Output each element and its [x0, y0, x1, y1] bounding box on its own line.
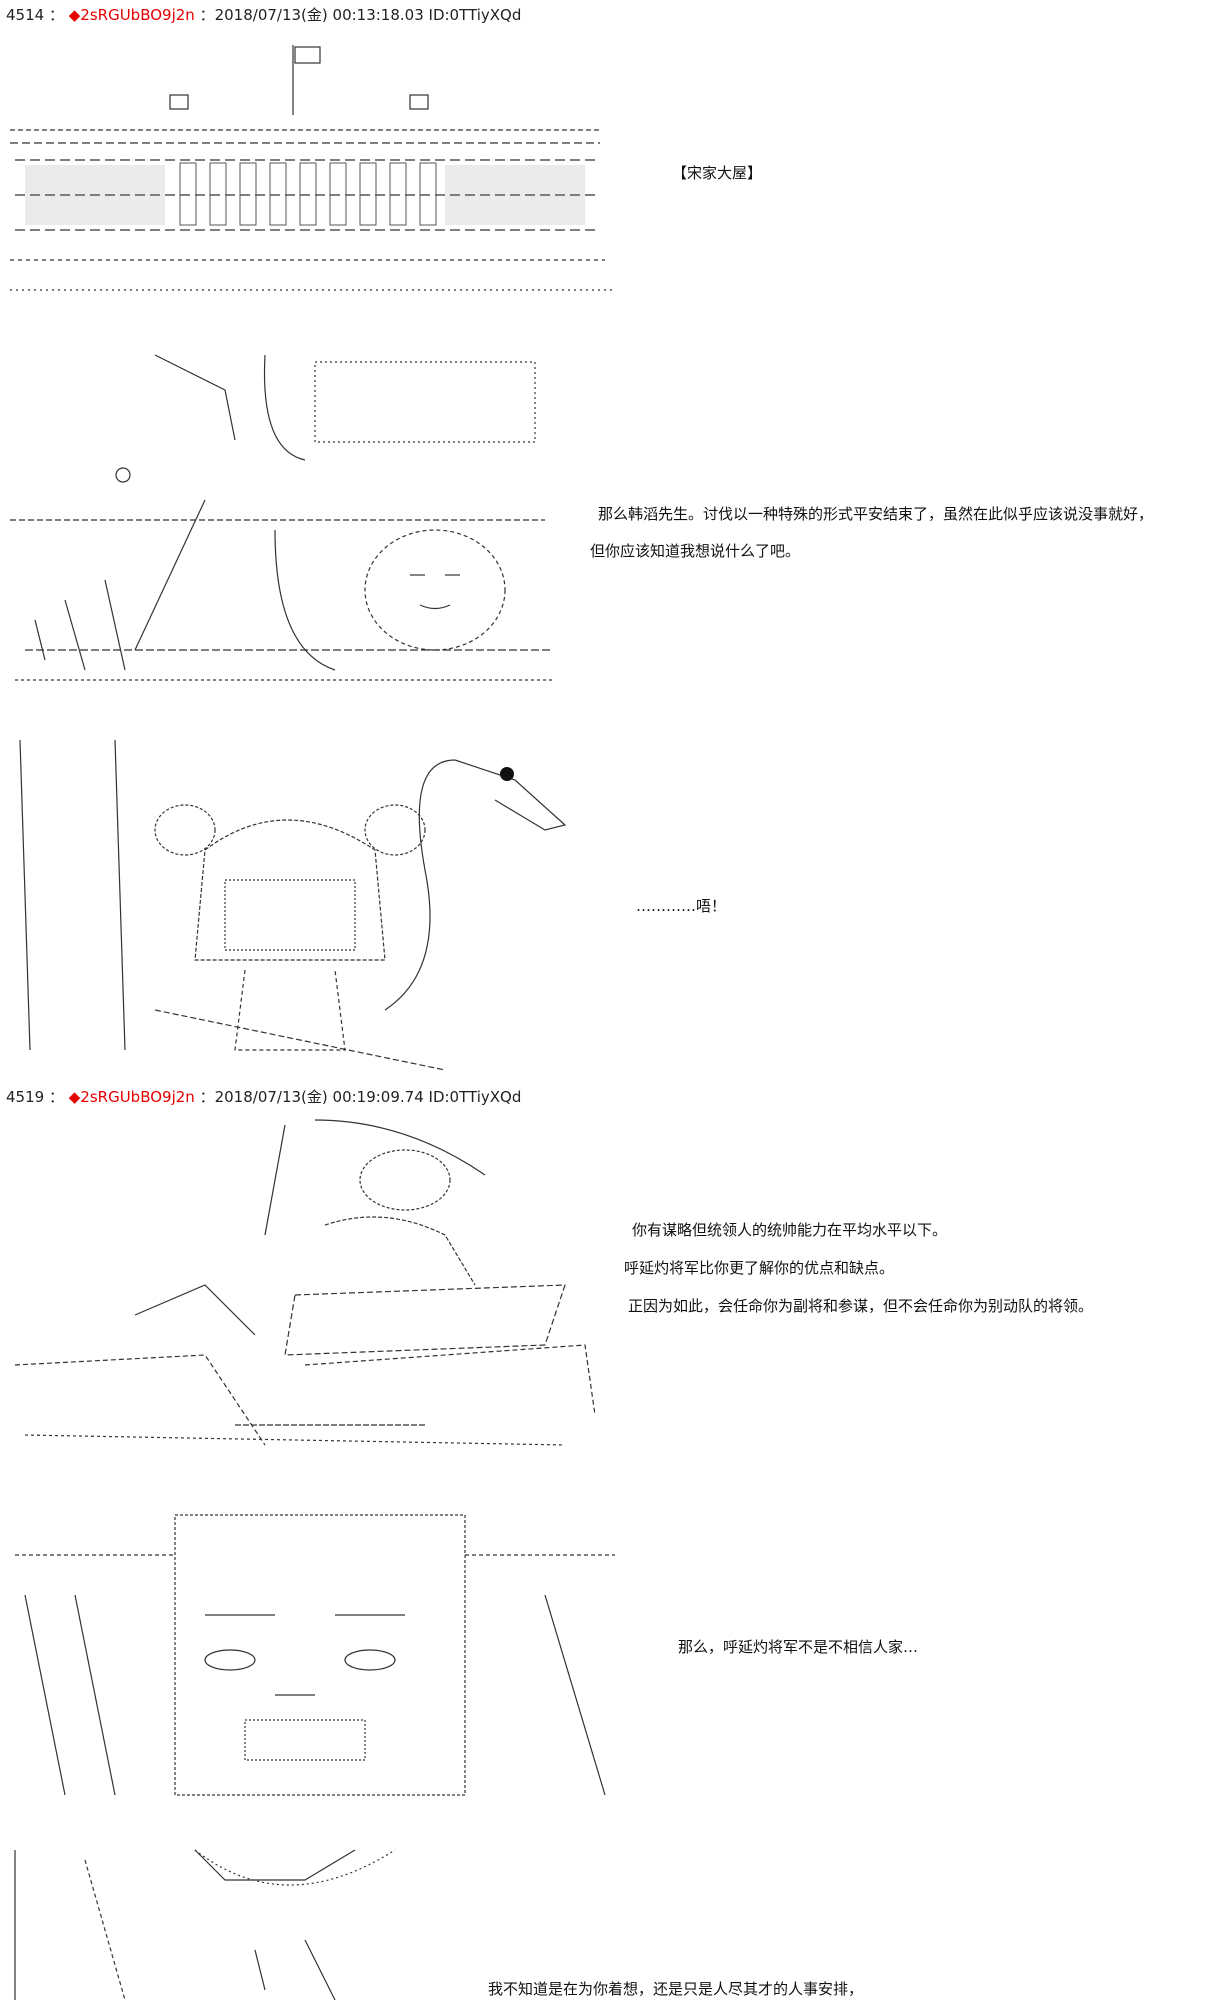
character-swan-illustration: [19, 739, 567, 1071]
post-trip[interactable]: ◆2sRGUbBO9j2n: [68, 6, 195, 24]
man-with-hat-illustration: [14, 1119, 595, 1446]
post-number: 4519: [6, 1088, 45, 1106]
post-header: 4514 ： ◆2sRGUbBO9j2n ：2018/07/13(金) 00:1…: [6, 4, 521, 25]
panel-caption: 【宋家大屋】: [672, 164, 763, 182]
panel-caption: 那么，呼延灼将军不是不相信人家…: [678, 1638, 919, 1656]
post-date: ：2018/07/13(金) 00:19:09.74: [199, 1088, 424, 1106]
panel-caption: 呼延灼将军比你更了解你的优点和缺点。: [624, 1259, 895, 1277]
panel-caption: 你有谋略但统领人的统帅能力在平均水平以下。: [632, 1221, 948, 1239]
panel-caption: 但你应该知道我想说什么了吧。: [590, 542, 801, 560]
mansion-illustration: [10, 45, 615, 291]
post-id: ID:0TTiyXQd: [428, 1088, 522, 1106]
panel-caption: 那么韩滔先生。讨伐以一种特殊的形式平安结束了，虽然在此似乎应该说没事就好，: [598, 505, 1154, 523]
panel-caption: 我不知道是在为你着想，还是只是人尽其才的人事安排，: [488, 1980, 864, 1998]
ascii-art-large-face: [5, 1495, 625, 1805]
post-id: ID:0TTiyXQd: [428, 6, 522, 24]
post-trip[interactable]: ◆2sRGUbBO9j2n: [68, 1088, 195, 1106]
post-date: ：2018/07/13(金) 00:13:18.03: [199, 6, 424, 24]
post-header: 4519 ： ◆2sRGUbBO9j2n ：2018/07/13(金) 00:1…: [6, 1086, 521, 1107]
post-separator: ：: [48, 1088, 64, 1106]
ascii-art-character-swan: [5, 730, 595, 1075]
ascii-art-bottom-scene: [5, 1840, 445, 2000]
large-face-illustration: [15, 1514, 615, 1796]
ascii-art-man-with-hat: [5, 1115, 595, 1460]
ascii-art-desk-scene: [5, 350, 565, 685]
bottom-scene-illustration: [14, 1849, 396, 2000]
post-number: 4514: [6, 6, 45, 24]
ascii-art-mansion: [5, 35, 625, 305]
panel-caption: 正因为如此，会任命你为副将和参谋，但不会任命你为别动队的将领。: [628, 1297, 1094, 1315]
panel-caption: …………唔！: [636, 897, 727, 915]
desk-scene-illustration: [10, 354, 555, 681]
post-separator: ：: [48, 6, 64, 24]
